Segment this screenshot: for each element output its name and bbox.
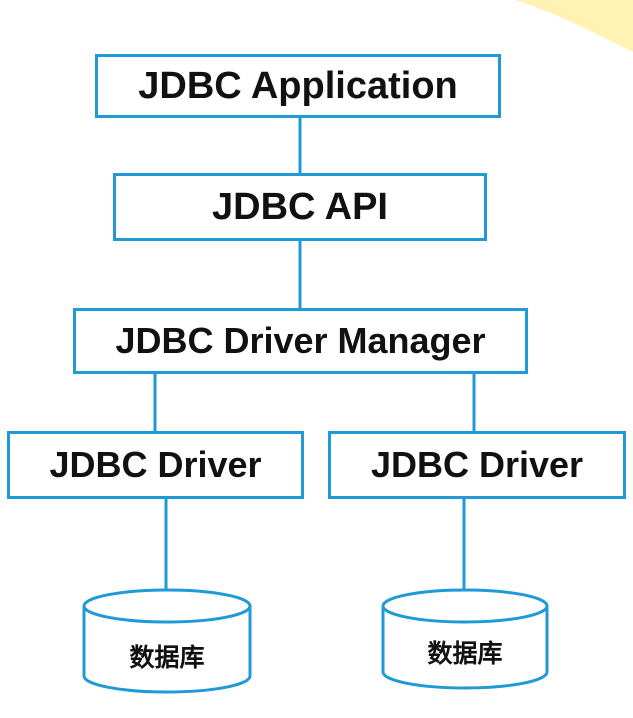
jdbc-driver-right-box: JDBC Driver bbox=[328, 431, 626, 499]
database-left-cylinder bbox=[82, 588, 252, 694]
jdbc-driver-right-label: JDBC Driver bbox=[370, 444, 584, 485]
jdbc-api-label: JDBC API bbox=[212, 185, 388, 228]
jdbc-driver-left-box: JDBC Driver bbox=[7, 431, 304, 499]
jdbc-driver-manager-label: JDBC Driver Manager bbox=[115, 320, 486, 361]
jdbc-api-box: JDBC API bbox=[113, 173, 487, 241]
database-left-label: 数据库 bbox=[129, 643, 204, 672]
corner-accent-shape bbox=[515, 0, 633, 52]
jdbc-application-box: JDBC Application bbox=[95, 54, 501, 118]
database-right-label: 数据库 bbox=[427, 639, 502, 668]
jdbc-driver-manager-box: JDBC Driver Manager bbox=[73, 308, 528, 374]
jdbc-application-label: JDBC Application bbox=[138, 64, 458, 107]
database-right-cylinder bbox=[381, 588, 549, 690]
jdbc-driver-left-label: JDBC Driver bbox=[49, 444, 262, 485]
